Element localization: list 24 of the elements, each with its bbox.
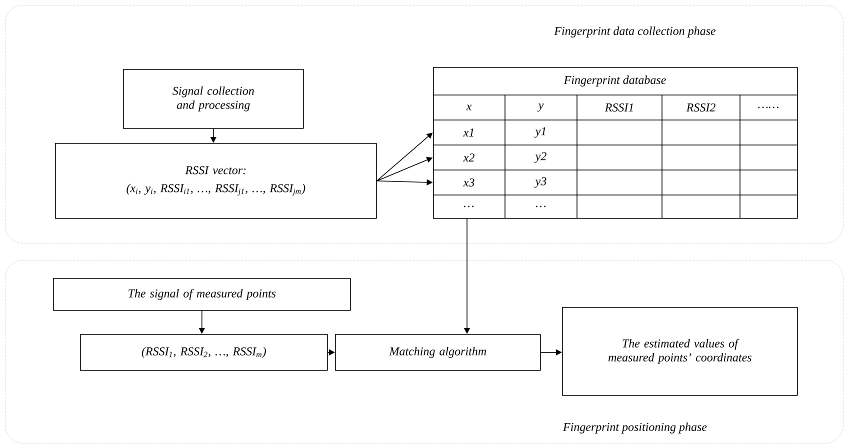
process-box: The estimated values of measured points’ coordinates <box>562 307 798 396</box>
table-cell: RSSI1 <box>604 103 633 112</box>
process-box: Signal collection and processing <box>123 69 304 129</box>
table-cell: y2 <box>534 152 546 163</box>
phase-title: Fingerprint data collection phase <box>554 26 716 38</box>
phase-frame <box>5 5 844 244</box>
phase-frame <box>5 260 844 444</box>
table-cell: x2 <box>463 154 474 162</box>
table-cell: y1 <box>534 127 546 138</box>
table-cell: y3 <box>534 177 546 188</box>
arrow <box>376 132 433 182</box>
process-box: Matching algorithm <box>335 334 541 371</box>
process-box: RSSI vector: (x$_{i}$, y$_{i}$, RSSI$_{i1}$, …, RSSI$_{j1}$, …, RSSI$_{jm}$) <box>55 143 377 219</box>
table-cell: y <box>537 103 544 112</box>
table-cell: RSSI2 <box>686 103 716 112</box>
process-box: (RSSI$_{1}$, RSSI$_{2}$, …, RSSI$_{m}$) <box>80 334 328 371</box>
table-cell: x3 <box>463 178 474 187</box>
table-cell: x1 <box>463 128 474 136</box>
process-box: The signal of measured points <box>53 278 351 311</box>
table-cell: …… <box>758 106 778 108</box>
table-cell: … <box>536 206 546 208</box>
table-cell: x <box>466 104 472 110</box>
table-cell: … <box>464 206 474 208</box>
phase-title: Fingerprint positioning phase <box>562 422 707 434</box>
